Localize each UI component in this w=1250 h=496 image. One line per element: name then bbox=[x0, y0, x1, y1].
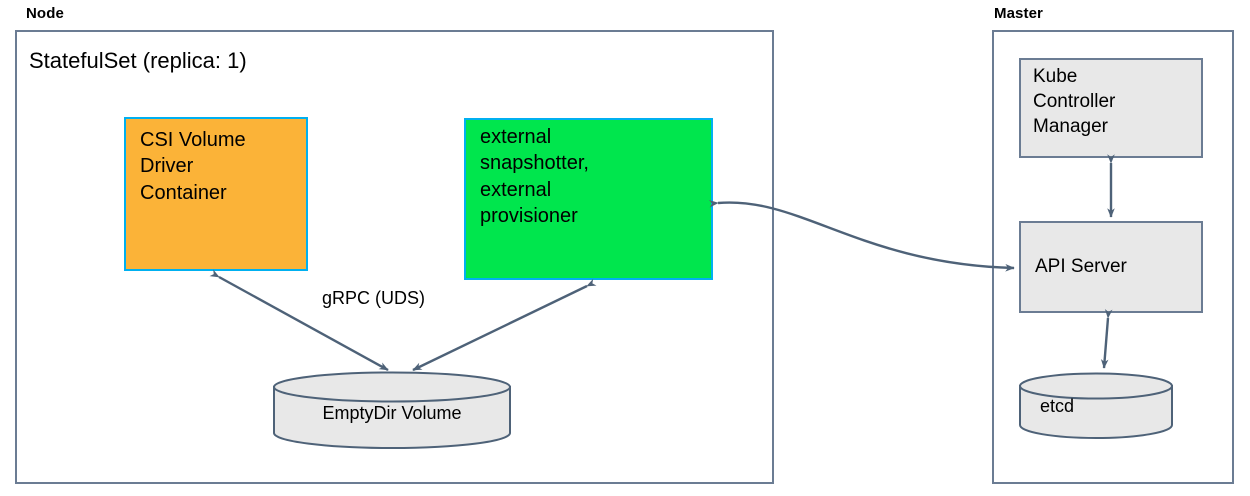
kube-controller-manager-line-3: Manager bbox=[1033, 116, 1108, 138]
cylinder-shape bbox=[273, 371, 511, 449]
statefulset-title: StatefulSet (replica: 1) bbox=[29, 48, 247, 73]
external-sidecars-line-3: external bbox=[480, 178, 552, 201]
csi-driver-line-1: CSI Volume bbox=[140, 129, 246, 151]
emptydir-volume-cylinder[interactable]: EmptyDir Volume bbox=[272, 371, 512, 449]
master-group-label: Master bbox=[994, 5, 1043, 22]
node-group-label: Node bbox=[26, 5, 64, 22]
csi-volume-driver-container-box[interactable]: CSI Volume Driver Container bbox=[124, 117, 308, 271]
emptydir-volume-label: EmptyDir Volume bbox=[322, 403, 462, 423]
api-server-box[interactable]: API Server bbox=[1019, 221, 1203, 313]
external-sidecars-line-2: snapshotter, bbox=[480, 152, 589, 175]
external-sidecars-line-1: external bbox=[480, 126, 552, 148]
grpc-uds-edge-label: gRPC (UDS) bbox=[322, 288, 426, 308]
external-sidecars-box[interactable]: external snapshotter, external provision… bbox=[464, 118, 713, 280]
api-server-label: API Server bbox=[1035, 256, 1127, 278]
csi-driver-line-3: Container bbox=[140, 181, 227, 204]
kube-controller-manager-line-2: Controller bbox=[1033, 91, 1116, 113]
external-sidecars-line-4: provisioner bbox=[480, 205, 578, 228]
etcd-label: etcd bbox=[1040, 396, 1075, 416]
cylinder-shape bbox=[1019, 372, 1173, 439]
csi-driver-line-2: Driver bbox=[140, 155, 194, 178]
kube-controller-manager-box[interactable]: Kube Controller Manager bbox=[1019, 58, 1203, 158]
etcd-cylinder[interactable]: etcd bbox=[1018, 372, 1174, 440]
kube-controller-manager-line-1: Kube bbox=[1033, 66, 1078, 87]
